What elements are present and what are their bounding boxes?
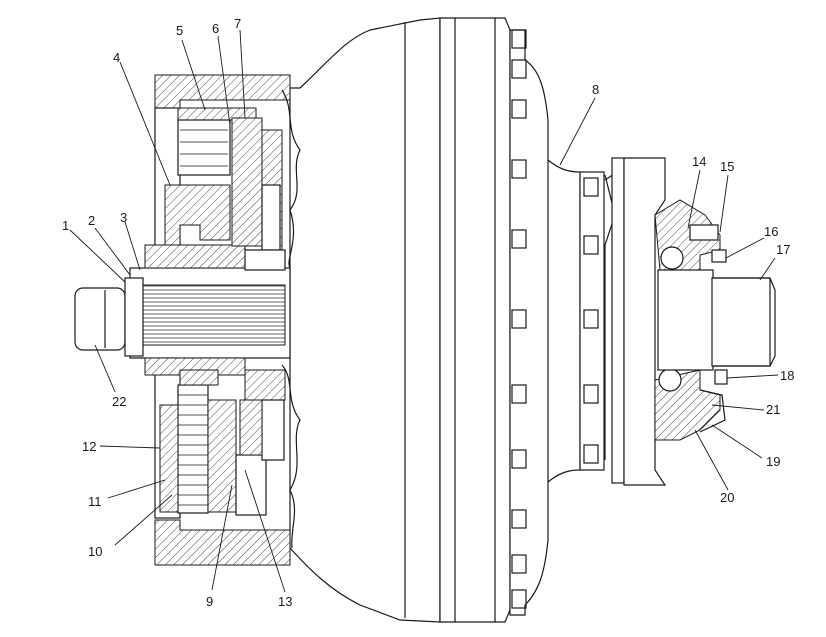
planetary-housing bbox=[74, 74, 301, 566]
callout-14: 14 bbox=[692, 154, 706, 169]
callout-10: 10 bbox=[88, 544, 102, 559]
callout-16: 16 bbox=[764, 224, 778, 239]
callout-22: 22 bbox=[112, 394, 126, 409]
callout-9: 9 bbox=[206, 594, 213, 609]
callout-1: 1 bbox=[62, 218, 69, 233]
callout-labels: 1 2 3 4 5 6 7 8 9 10 11 12 13 14 15 16 1… bbox=[62, 16, 794, 609]
adapter-plate bbox=[611, 157, 625, 484]
output-shaft-assembly bbox=[623, 157, 776, 486]
callout-11: 11 bbox=[88, 494, 102, 509]
converter-housing bbox=[289, 17, 581, 623]
callout-13: 13 bbox=[278, 594, 292, 609]
callout-6: 6 bbox=[212, 21, 219, 36]
callout-12: 12 bbox=[82, 439, 96, 454]
callout-21: 21 bbox=[766, 402, 780, 417]
callout-15: 15 bbox=[720, 159, 734, 174]
callout-20: 20 bbox=[720, 490, 734, 505]
callout-18: 18 bbox=[780, 368, 794, 383]
leader-lines bbox=[69, 29, 779, 593]
callout-2: 2 bbox=[88, 213, 95, 228]
callout-17: 17 bbox=[776, 242, 790, 257]
callout-5: 5 bbox=[176, 23, 183, 38]
callout-8: 8 bbox=[592, 82, 599, 97]
callout-3: 3 bbox=[120, 210, 127, 225]
output-flange bbox=[579, 169, 621, 471]
callout-7: 7 bbox=[234, 16, 241, 31]
rim-bolts bbox=[511, 29, 527, 609]
callout-4: 4 bbox=[113, 50, 120, 65]
callout-19: 19 bbox=[766, 454, 780, 469]
